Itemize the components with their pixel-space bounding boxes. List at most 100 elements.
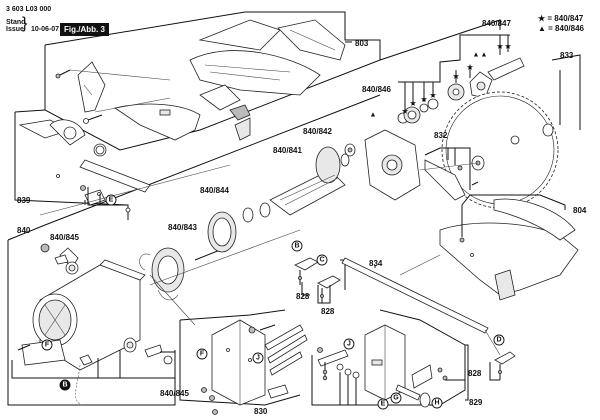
callout-j-left: J (343, 338, 355, 350)
clamp-c-828 (317, 259, 346, 304)
document-number: 3 603 L03 000 (6, 6, 52, 13)
callout-d: D (493, 334, 505, 346)
label-804: 804 (573, 206, 587, 215)
svg-text:G: G (393, 395, 399, 402)
figure-label: Fig./Abb. 3 (60, 23, 109, 36)
callout-b-upper: B (291, 240, 303, 252)
clamp-b-828 (294, 257, 319, 296)
label-840-842: 840/842 (303, 127, 332, 136)
svg-text:J: J (347, 341, 351, 348)
cover-plate (114, 103, 201, 141)
label-839: 839 (17, 196, 31, 205)
svg-text:D: D (496, 337, 501, 344)
svg-text:E: E (109, 197, 114, 204)
issue-date: 10-06-07 (31, 26, 60, 33)
side-shield-left (77, 61, 106, 113)
legend-triangle-text: = 840/846 (548, 24, 584, 33)
label-832: 832 (434, 131, 448, 140)
svg-text:J: J (256, 355, 260, 362)
bearing-840-842 (344, 143, 356, 157)
brush-holder (54, 254, 79, 275)
lower-guard-804 (439, 194, 579, 301)
legend: ★ = 840/847 ▲ = 840/846 (538, 14, 584, 34)
label-828-b: 828 (296, 292, 310, 301)
star-icon: ★ (402, 108, 409, 116)
lower-parts-840-845 (11, 337, 176, 406)
label-840-843: 840/843 (168, 223, 197, 232)
star-icon: ★ (467, 64, 474, 72)
legend-markers: ★ ★ ★ ★ ★ ★ ▲ ▲ ★ ★ ▲ (370, 43, 512, 119)
svg-text:F: F (200, 351, 205, 358)
callout-e-lower: E (377, 398, 389, 410)
star-icon: ★ (497, 43, 504, 51)
field-coil-840-843 (139, 247, 221, 301)
triangle-icon: ▲ (473, 52, 480, 59)
svg-text:H: H (434, 400, 439, 407)
label-833: 833 (560, 51, 574, 60)
knob-assembly (311, 347, 360, 406)
label-840: 840 (17, 226, 31, 235)
dust-flap (277, 19, 346, 61)
label-840-845-upper: 840/845 (50, 233, 79, 242)
star-icon: ★ (421, 96, 428, 104)
callout-f-left: F (41, 339, 53, 351)
group-frame-830 (179, 309, 301, 406)
label-840-841: 840/841 (273, 146, 302, 155)
clamp-d-828 (489, 351, 516, 381)
stand-label: Stand (6, 19, 26, 26)
legend-star-text: = 840/847 (547, 14, 584, 23)
issue-label: Issue (6, 26, 24, 33)
label-828-d: 828 (468, 369, 482, 378)
gear-housing (364, 129, 421, 201)
callout-c: C (316, 254, 328, 266)
label-840-845-lower: 840/845 (160, 389, 189, 398)
callout-g: G (390, 392, 402, 404)
end-shield-840-844 (207, 207, 254, 253)
svg-text:B: B (294, 243, 299, 250)
wedge-clip (234, 117, 251, 141)
group-frame-839 (14, 109, 129, 220)
brace-symbol: } (22, 15, 28, 32)
gear-train (397, 34, 525, 124)
svg-text:E: E (381, 401, 386, 408)
label-834: 834 (369, 259, 383, 268)
blade-guard-upper (189, 19, 321, 96)
group-frame-833 (551, 54, 581, 130)
armature-840-841 (259, 146, 350, 218)
legend-star: ★ = 840/847 (538, 14, 584, 24)
callout-h: H (431, 397, 443, 409)
bracket-839 (18, 119, 151, 213)
svg-text:F: F (45, 342, 50, 349)
group-frame-829 (325, 309, 466, 406)
lever-arm (199, 84, 251, 121)
projection-lines (39, 69, 501, 356)
label-828-c: 828 (321, 307, 335, 316)
label-830: 830 (254, 407, 268, 416)
label-803: 803 (355, 39, 369, 48)
mounting-plate-830 (201, 319, 308, 415)
legend-triangle: ▲ = 840/846 (538, 24, 584, 34)
group-frame-840-847 (379, 19, 501, 61)
callout-j-right: J (252, 352, 264, 364)
star-icon: ★ (430, 92, 437, 100)
label-840-846: 840/846 (362, 85, 391, 94)
triangle-icon: ▲ (481, 52, 488, 59)
triangle-icon: ▲ (538, 24, 546, 33)
star-icon: ★ (538, 14, 546, 23)
rod-834 (341, 257, 489, 334)
bracket-829 (364, 324, 469, 408)
star-icon: ★ (505, 43, 512, 51)
star-icon: ★ (410, 100, 417, 108)
triangle-icon: ▲ (370, 112, 377, 119)
label-840-844: 840/844 (200, 186, 229, 195)
spindle-lock-832 (424, 147, 479, 201)
callout-b-lower: B (59, 379, 71, 391)
screw-upper (55, 69, 103, 124)
callout-e-upper: E (105, 194, 117, 206)
star-icon: ★ (453, 73, 460, 81)
label-829: 829 (469, 398, 483, 407)
svg-text:C: C (319, 257, 324, 264)
svg-text:B: B (62, 382, 67, 389)
callout-f-right: F (196, 348, 208, 360)
